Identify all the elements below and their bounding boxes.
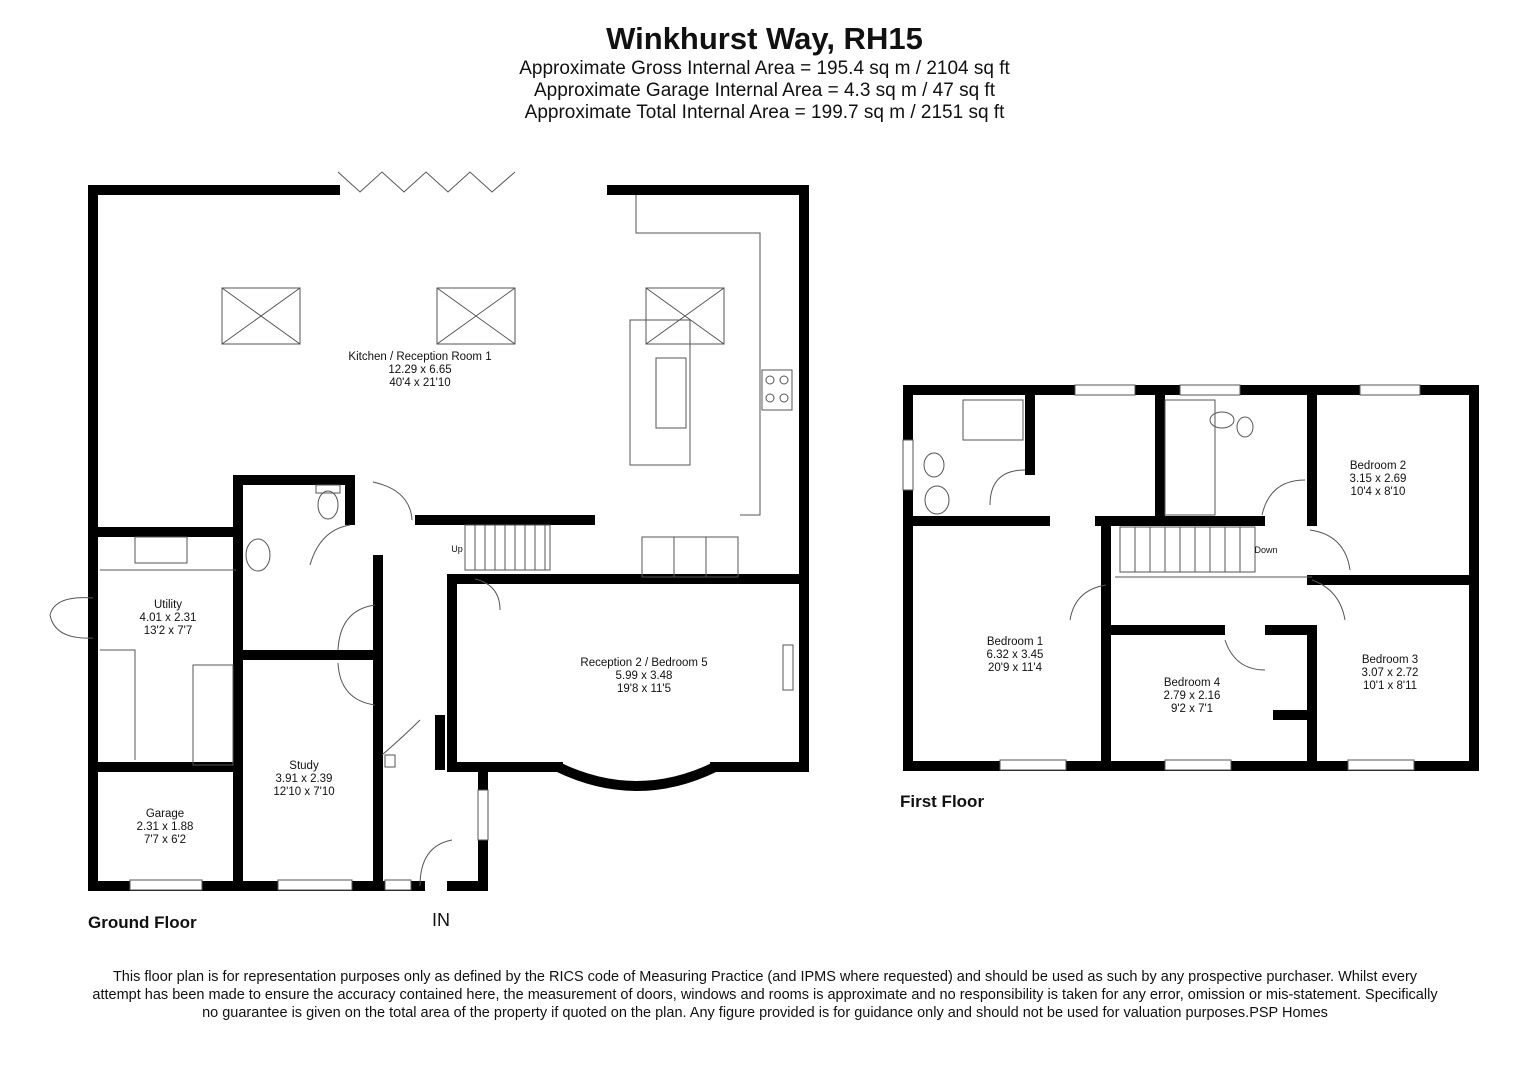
room-bedroom-1: Bedroom 1 6.32 x 3.45 20'9 x 11'4 xyxy=(986,636,1044,674)
page-title: Winkhurst Way, RH15 xyxy=(606,21,923,56)
first-floor-fixtures xyxy=(902,384,1421,771)
room-garage: Garage 2.31 x 1.88 7'7 x 6'2 xyxy=(136,808,194,846)
ground-floor-fixtures xyxy=(49,171,794,891)
room-reception-2: Reception 2 / Bedroom 5 5.99 x 3.48 19'8… xyxy=(580,657,708,695)
room-kitchen-reception: Kitchen / Reception Room 1 12.29 x 6.65 … xyxy=(348,351,492,389)
total-area: Approximate Total Internal Area = 199.7 … xyxy=(524,102,1005,123)
room-bedroom-4: Bedroom 4 2.79 x 2.16 9'2 x 7'1 xyxy=(1163,677,1221,715)
room-study: Study 3.91 x 2.39 12'10 x 7'10 xyxy=(273,760,335,798)
first-floor-label: First Floor xyxy=(900,792,985,811)
room-bedroom-2: Bedroom 2 3.15 x 2.69 10'4 x 8'10 xyxy=(1349,460,1407,498)
stairs-down-label: Down xyxy=(1254,545,1278,555)
header: Winkhurst Way, RH15 Approximate Gross In… xyxy=(0,20,1529,124)
entrance-label: IN xyxy=(432,910,450,930)
gross-area: Approximate Gross Internal Area = 195.4 … xyxy=(519,58,1010,79)
disclaimer: This floor plan is for representation pu… xyxy=(92,969,1438,1021)
room-utility: Utility 4.01 x 2.31 13'2 x 7'7 xyxy=(139,599,197,637)
garage-area: Approximate Garage Internal Area = 4.3 s… xyxy=(533,80,995,101)
ground-floor-walls xyxy=(88,185,809,891)
room-bedroom-3: Bedroom 3 3.07 x 2.72 10'1 x 8'11 xyxy=(1361,654,1419,692)
stairs-up-label: Up xyxy=(451,544,463,554)
ground-floor-label: Ground Floor xyxy=(88,913,197,932)
